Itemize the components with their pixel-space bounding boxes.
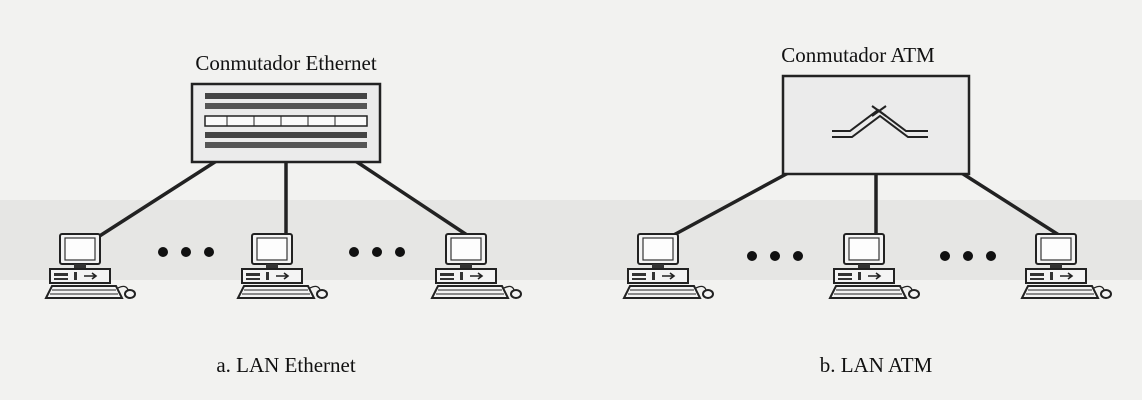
panel-a-ethernet: Conmutador Ethernet a. LA [45,51,522,377]
cable-right [352,158,472,239]
cable-right [958,170,1064,239]
atm-switch-label: Conmutador ATM [781,43,935,67]
ellipsis-a1 [158,247,214,257]
atm-caption: b. LAN ATM [820,353,933,377]
ethernet-switch-label: Conmutador Ethernet [195,51,377,75]
cable-left [668,170,792,239]
atm-switch-body [781,74,971,176]
port-strip [204,115,368,127]
port-bar-4 [205,142,367,148]
ellipsis-b1 [747,251,803,261]
port-bar-1 [205,93,367,99]
panel-b-atm: Conmutador ATM b. LAN ATM [623,43,1112,377]
ellipsis-b2 [940,251,996,261]
port-bar-3 [205,132,367,138]
ellipsis-a2 [349,247,405,257]
bleed-band [0,200,1142,280]
switch-fabric-symbol [832,114,928,138]
ethernet-caption: a. LAN Ethernet [216,353,356,377]
atm-switch [781,74,971,176]
ethernet-switch [190,82,382,164]
port-bar-2 [205,103,367,109]
cable-left [96,158,220,239]
